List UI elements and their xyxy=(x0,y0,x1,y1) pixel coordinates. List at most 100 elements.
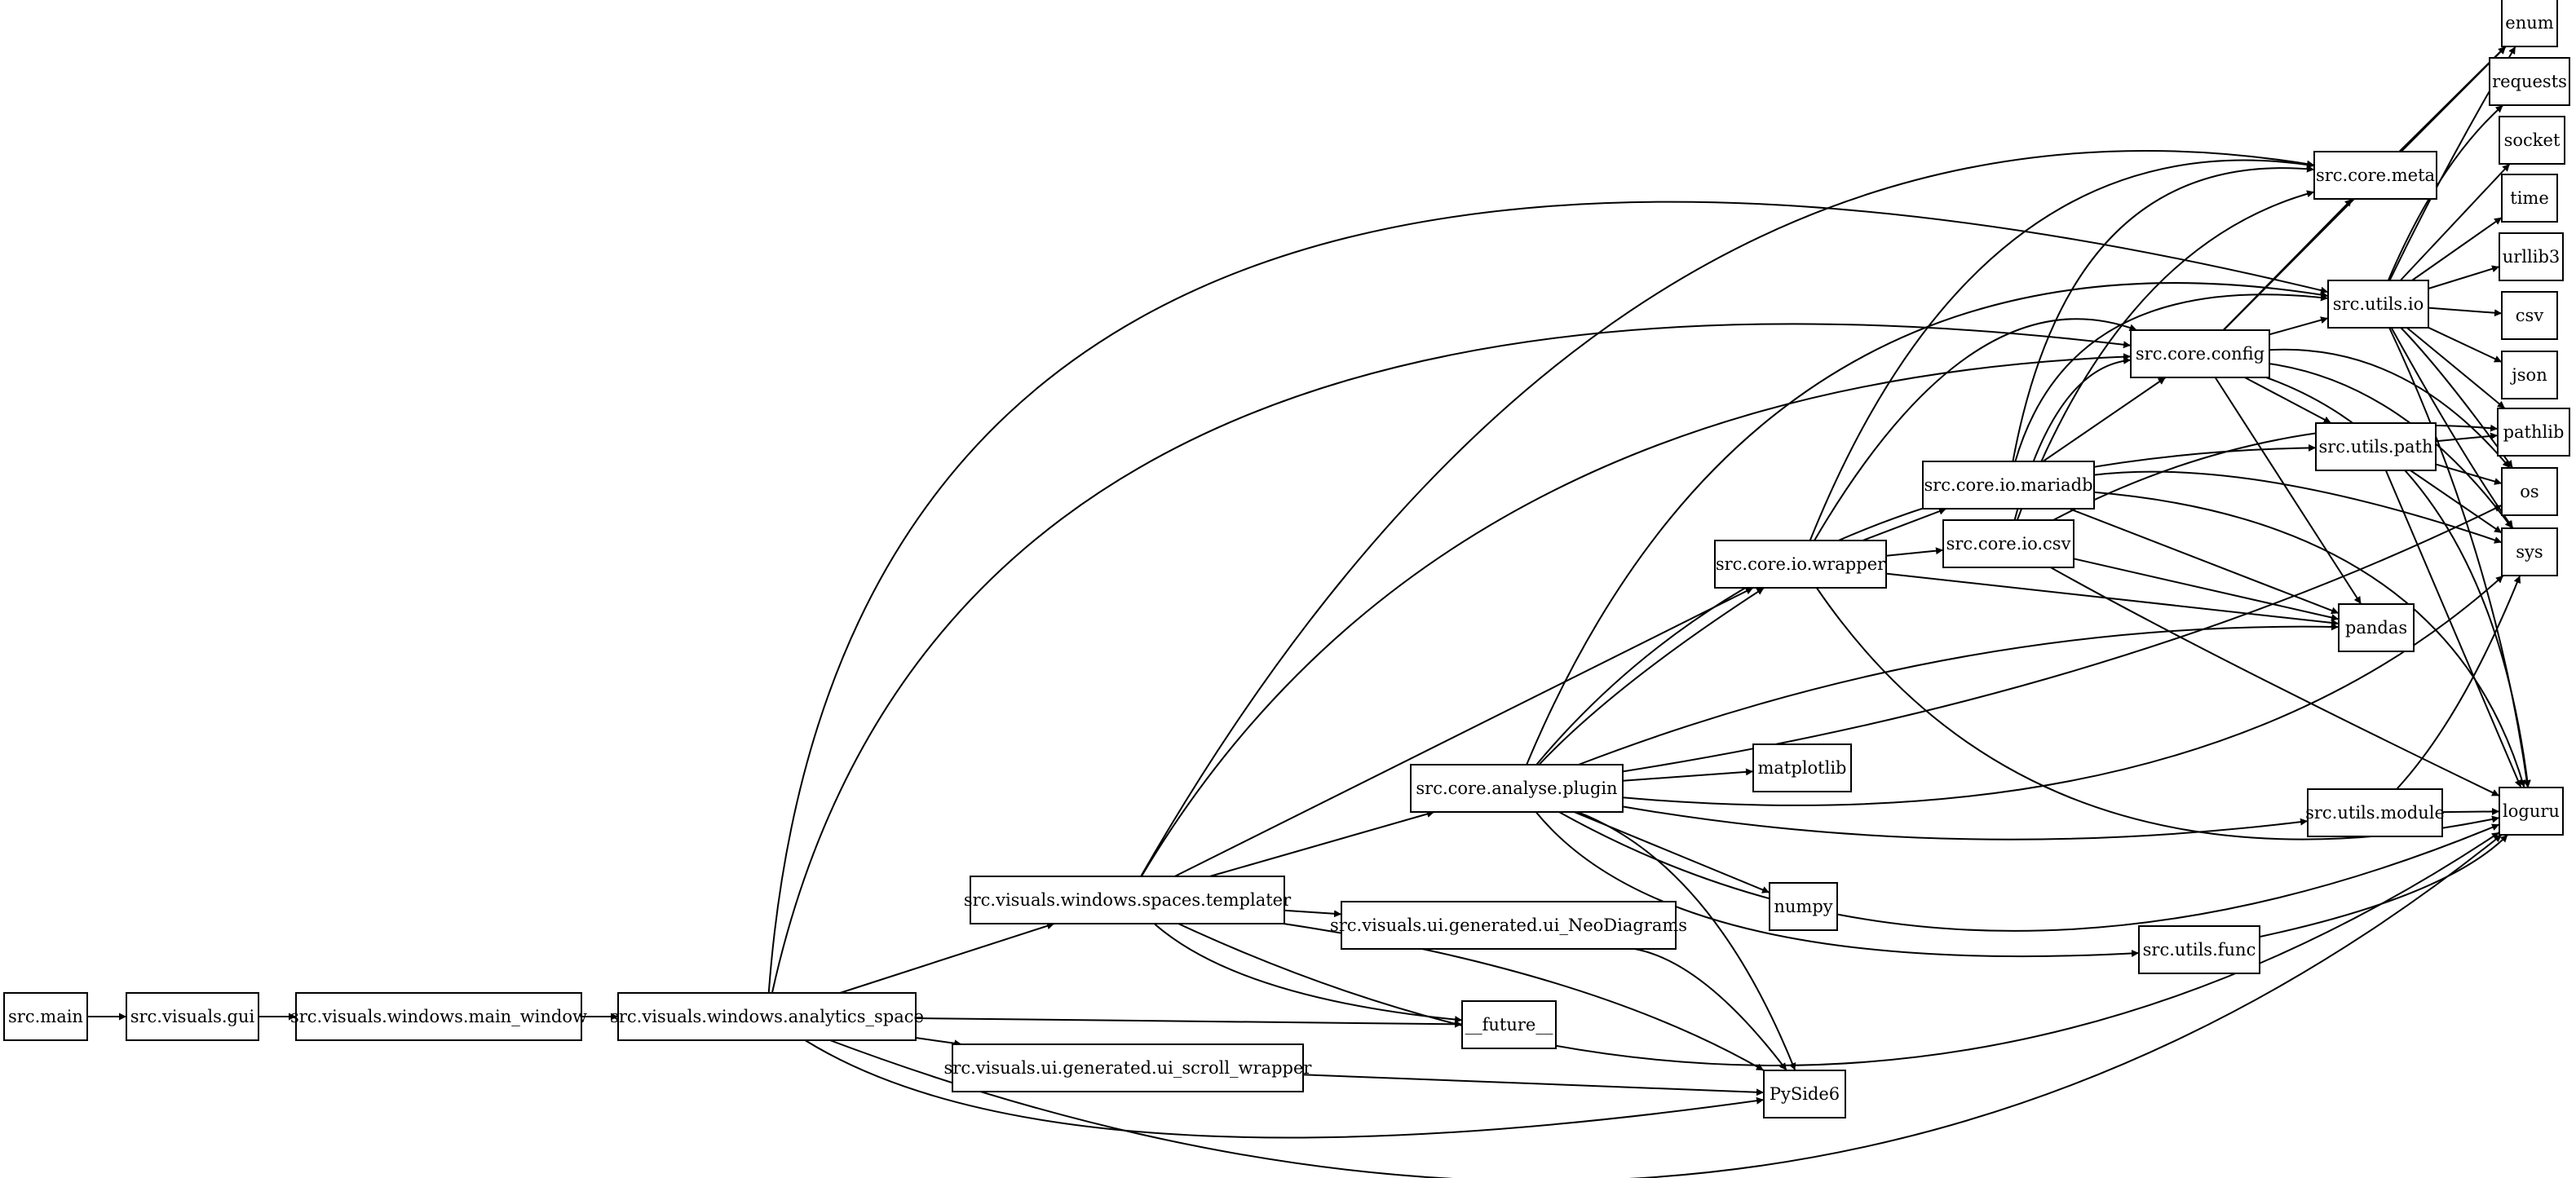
node-label: PySide6 xyxy=(1770,1084,1840,1104)
node-loguru[interactable]: loguru xyxy=(2499,787,2564,836)
edge-src-utils-io-to-urllib3 xyxy=(2428,265,2500,289)
edge-src-core-config-to-src-utils-io xyxy=(2269,316,2329,336)
edge-src-utils-io-to-sys xyxy=(2390,327,2514,529)
node-box xyxy=(2307,788,2443,837)
node-label: src.visuals.windows.spaces.templater xyxy=(964,890,1292,910)
node-src-visuals-gui[interactable]: src.visuals.gui xyxy=(126,992,259,1041)
edge-src-utils-module-to-sys xyxy=(2396,575,2521,790)
node-box xyxy=(1410,764,1624,813)
node-src-utils-func[interactable]: src.utils.func xyxy=(2138,925,2260,974)
node-enum[interactable]: enum xyxy=(2501,0,2558,47)
node-label: src.core.io.csv xyxy=(1946,534,2071,554)
node-label: __future__ xyxy=(1465,1015,1553,1035)
node-urllib3[interactable]: urllib3 xyxy=(2499,232,2564,281)
node-csv[interactable]: csv xyxy=(2501,291,2558,340)
edge-src-core-analyse-plugin-to-src-core-io-wrapper xyxy=(1538,587,1765,765)
node-label: urllib3 xyxy=(2503,247,2561,267)
node-pandas[interactable]: pandas xyxy=(2338,603,2415,652)
edge-src-core-analyse-plugin-to-src-utils-module xyxy=(1622,805,2309,840)
node-src-core-config[interactable]: src.core.config xyxy=(2130,329,2270,378)
node-label: src.utils.path xyxy=(2318,437,2432,457)
edge-src-core-io-mariadb-to-pandas xyxy=(2069,508,2340,615)
node-label: pathlib xyxy=(2503,422,2565,442)
edge-src-visuals-windows-analytics-space-to-src-utils-io xyxy=(767,201,2329,994)
node-box xyxy=(2313,151,2437,200)
edge-src-utils-path-to-loguru xyxy=(2384,470,2522,788)
edge-src-visuals-windows-spaces-templater-to-src-core-meta xyxy=(1140,150,2315,877)
node-box xyxy=(1763,1070,1846,1118)
node-label: pandas xyxy=(2345,618,2407,638)
node-label: time xyxy=(2510,188,2549,208)
node-pathlib[interactable]: pathlib xyxy=(2497,408,2570,457)
edge-src-core-analyse-plugin-to-src-utils-io xyxy=(1526,282,2329,765)
node-src-visuals-windows-main-window[interactable]: src.visuals.windows.main_window xyxy=(290,992,587,1041)
node-src-main[interactable]: src.main xyxy=(3,992,88,1041)
node-label: src.main xyxy=(8,1007,83,1026)
node-box xyxy=(1714,540,1887,589)
node-matplotlib[interactable]: matplotlib xyxy=(1752,743,1852,792)
edge-src-core-io-mariadb-to-sys xyxy=(2093,470,2503,544)
edge-src-visuals-windows-analytics-space-to-src-visuals-windows-spaces-templater xyxy=(839,922,1055,994)
edge-src-core-io-mariadb-to-src-core-config xyxy=(2042,377,2167,462)
node-src-utils-io[interactable]: src.utils.io xyxy=(2327,280,2429,329)
node-src-visuals-windows-analytics-space[interactable]: src.visuals.windows.analytics_space xyxy=(610,992,924,1041)
node-box xyxy=(3,992,88,1041)
edge-src-utils-io-to-socket xyxy=(2399,163,2511,281)
edge-src-utils-io-to-json xyxy=(2428,326,2503,364)
node-src-visuals-ui-generated-ui-scroll-wrapper[interactable]: src.visuals.ui.generated.ui_scroll_wrapp… xyxy=(944,1043,1313,1092)
node-box xyxy=(1942,519,2074,568)
edge-src-visuals-windows-spaces-templater-to-loguru xyxy=(1178,832,2500,1066)
node-socket[interactable]: socket xyxy=(2499,116,2565,165)
node-label: src.utils.io xyxy=(2333,294,2424,314)
edge-src-utils-path-to-os xyxy=(2435,463,2503,485)
edge-src-visuals-ui-generated-ui-neodiagrams-to-pyside6 xyxy=(1634,948,1787,1071)
node-src-utils-module[interactable]: src.utils.module xyxy=(2305,788,2445,837)
node-src-core-io-mariadb[interactable]: src.core.io.mariadb xyxy=(1922,461,2095,510)
node-src-visuals-ui-generated-ui-neodiagrams[interactable]: src.visuals.ui.generated.ui_NeoDiagrams xyxy=(1330,901,1687,950)
node-numpy[interactable]: numpy xyxy=(1769,882,1838,931)
node-label: src.core.analyse.plugin xyxy=(1416,779,1617,798)
node-label: json xyxy=(2509,365,2547,385)
node-box xyxy=(2315,422,2437,471)
node-label: src.visuals.gui xyxy=(130,1007,255,1026)
edge-src-visuals-windows-spaces-templater-to-src-core-analyse-plugin xyxy=(1209,810,1435,877)
node-label: sys xyxy=(2516,542,2543,562)
node-src-core-io-wrapper[interactable]: src.core.io.wrapper xyxy=(1714,540,1887,589)
node-src-visuals-windows-spaces-templater[interactable]: src.visuals.windows.spaces.templater xyxy=(964,876,1292,924)
edge-src-core-analyse-plugin-to-src-utils-path xyxy=(1535,443,2317,765)
node-time[interactable]: time xyxy=(2501,174,2558,223)
edge-src-utils-path-to-sys xyxy=(2410,470,2503,534)
edge-src-core-analyse-plugin-to-loguru xyxy=(1558,811,2500,932)
node-box xyxy=(2138,925,2260,974)
edge-src-core-config-to-src-utils-path xyxy=(2244,377,2332,424)
node-box xyxy=(2130,329,2270,378)
node-label: src.visuals.ui.generated.ui_scroll_wrapp… xyxy=(944,1058,1313,1078)
edge-src-utils-io-to-pathlib xyxy=(2406,327,2506,409)
node-label: src.core.config xyxy=(2136,344,2264,364)
node-src-core-meta[interactable]: src.core.meta xyxy=(2313,151,2437,200)
edge-src-visuals-windows-analytics-space-to-src-core-config xyxy=(771,323,2132,994)
node-sys[interactable]: sys xyxy=(2501,527,2558,576)
node-box xyxy=(2501,174,2558,223)
edge-src-core-analyse-plugin-to-pyside6 xyxy=(1577,811,1796,1071)
edge-src-utils-io-to-requests xyxy=(2387,104,2504,281)
node-pyside6[interactable]: PySide6 xyxy=(1763,1070,1846,1118)
node-requests[interactable]: requests xyxy=(2489,57,2570,106)
edge-src-core-io-mariadb-to-loguru xyxy=(2093,491,2526,788)
edge-src-visuals-windows-analytics-space-to-pyside6 xyxy=(804,1039,1765,1139)
node-label: src.utils.func xyxy=(2143,940,2256,960)
edge-layer xyxy=(87,46,2531,1178)
node-label: matplotlib xyxy=(1758,758,1847,778)
node-json[interactable]: json xyxy=(2501,351,2558,399)
node-box xyxy=(295,992,582,1041)
node-label: src.core.io.mariadb xyxy=(1924,475,2092,495)
node-src-utils-path[interactable]: src.utils.path xyxy=(2315,422,2437,471)
node-box xyxy=(2501,467,2558,516)
edge-src-core-meta-to-enum xyxy=(2398,46,2507,152)
node-src-core-analyse-plugin[interactable]: src.core.analyse.plugin xyxy=(1410,764,1624,813)
node-layer: src.main src.visuals.gui src.visuals.windo… xyxy=(3,0,2570,1118)
node-src-core-io-csv[interactable]: src.core.io.csv xyxy=(1942,519,2074,568)
node-future[interactable]: __future__ xyxy=(1461,1000,1557,1049)
node-box xyxy=(2499,787,2564,836)
node-os[interactable]: os xyxy=(2501,467,2558,516)
